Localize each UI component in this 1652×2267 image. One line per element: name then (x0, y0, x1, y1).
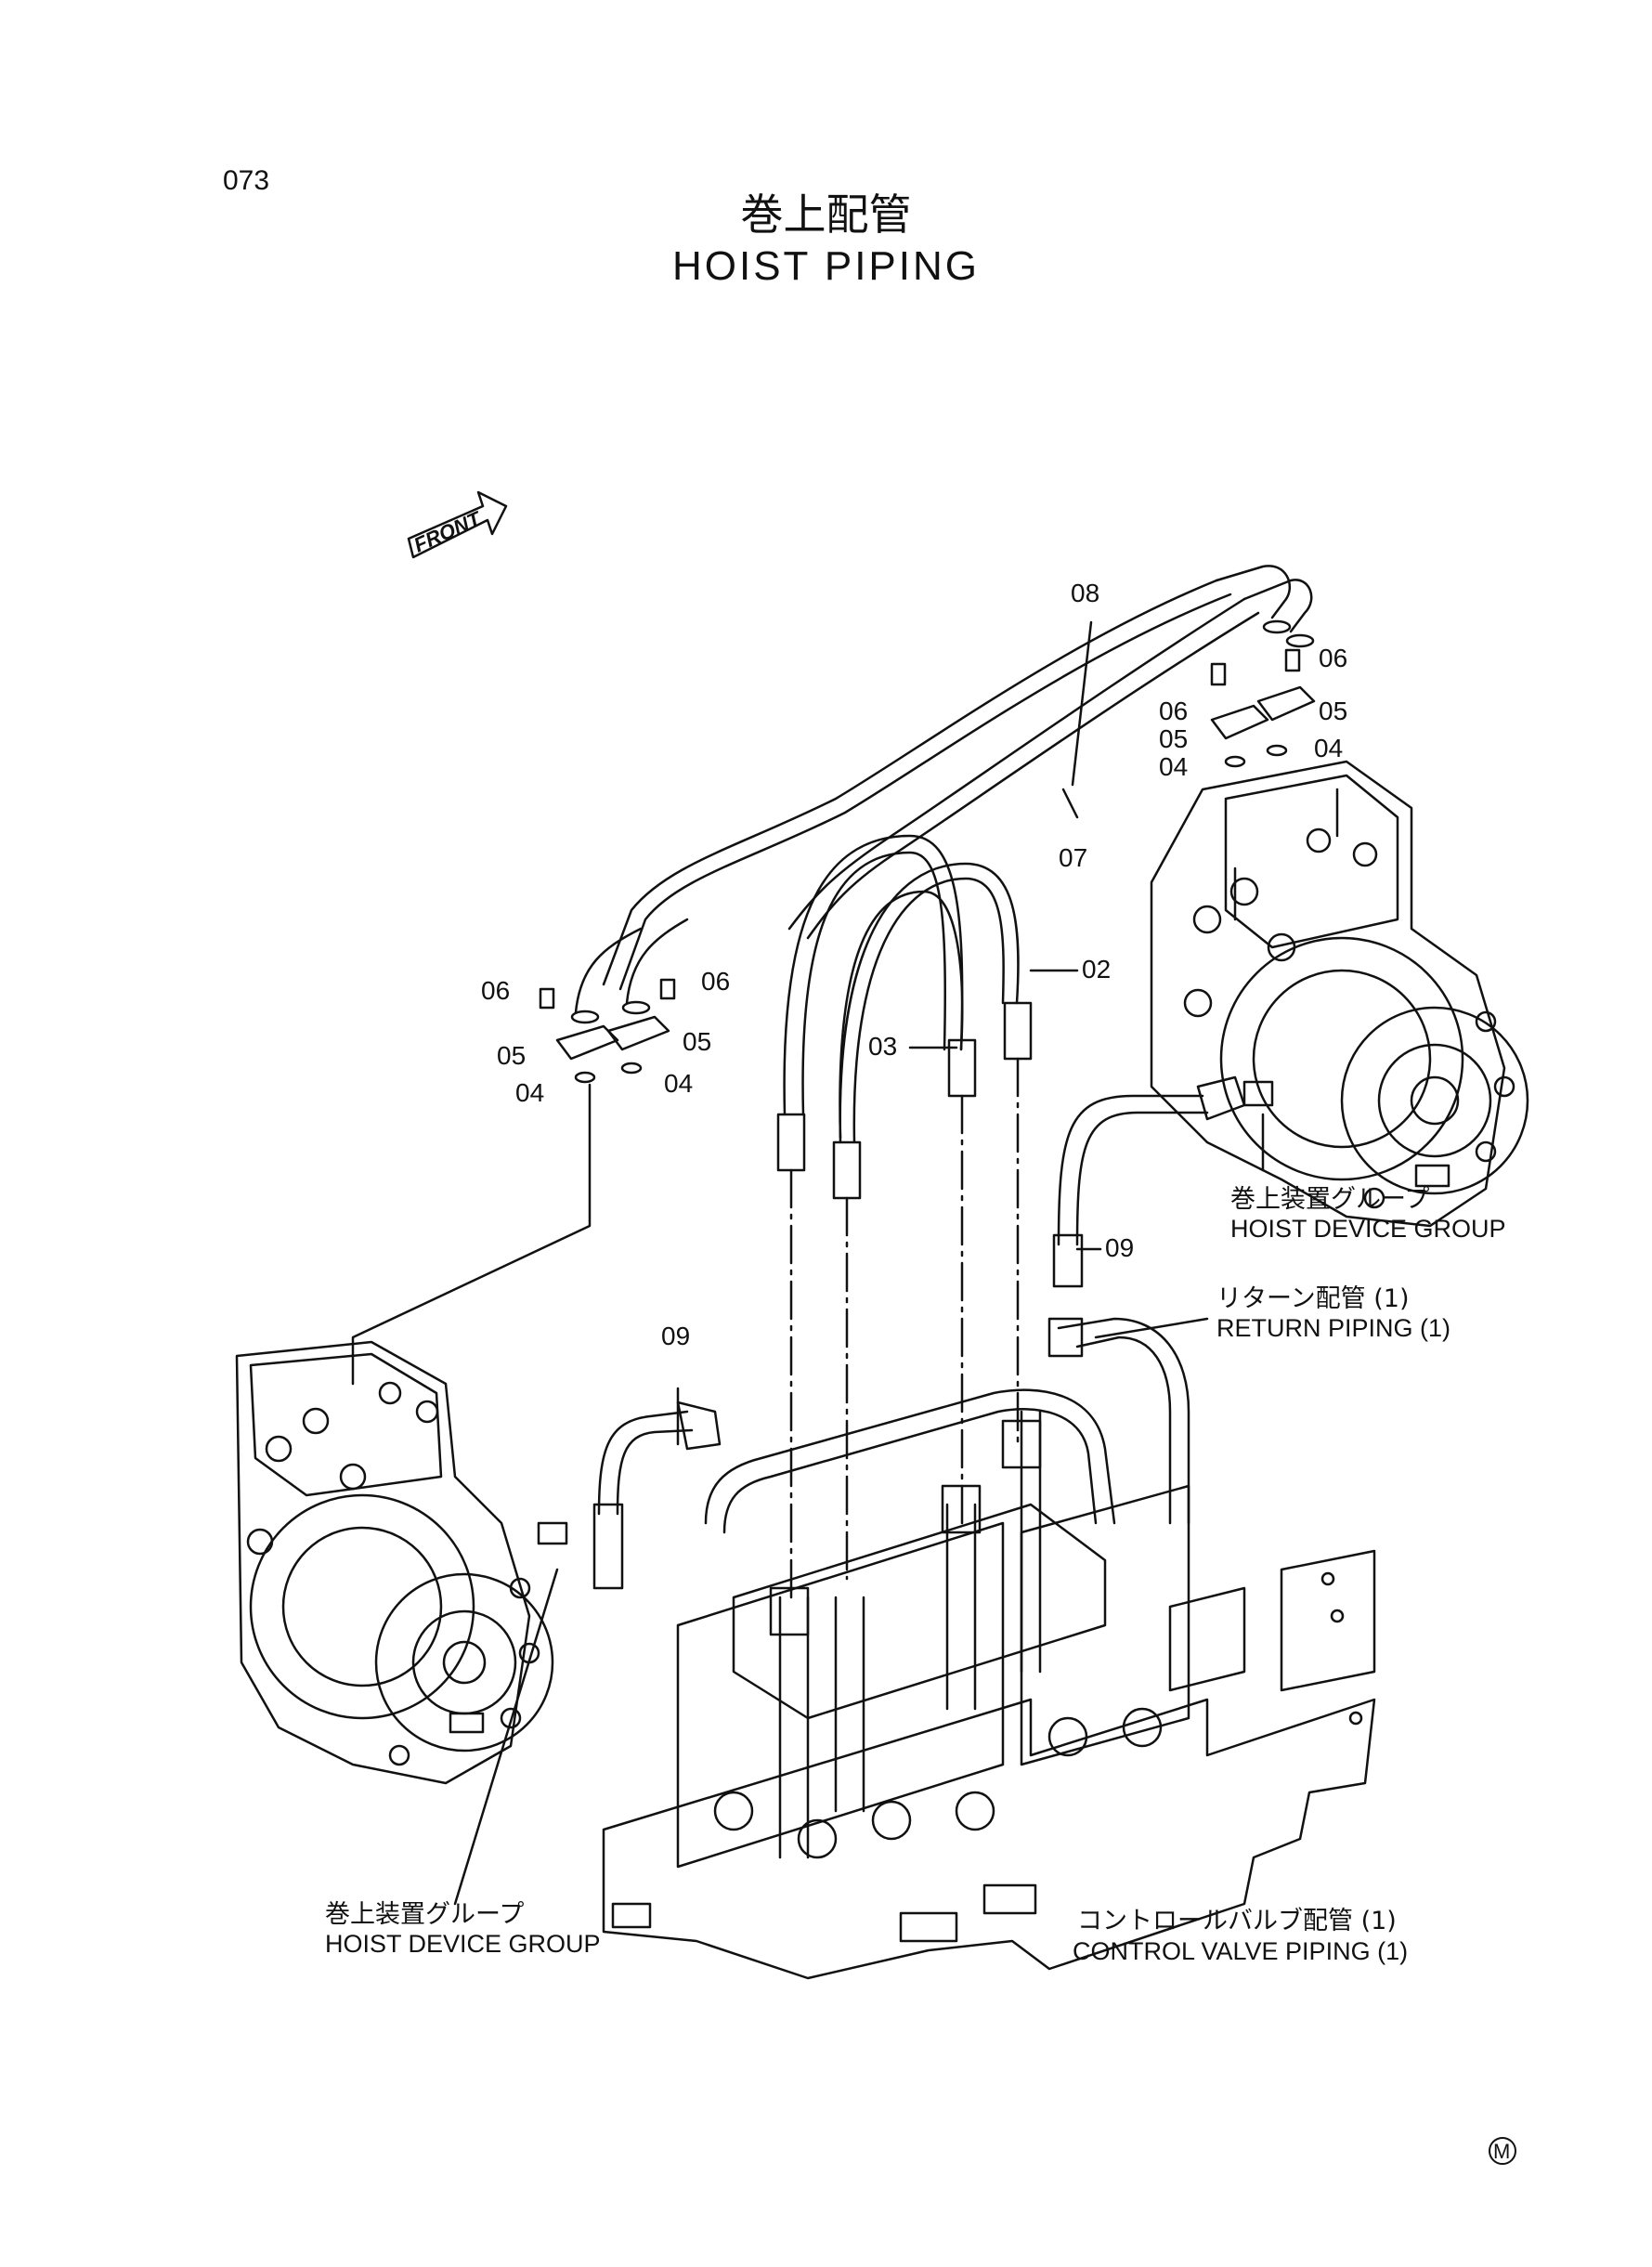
m-mark-circle-icon (1489, 2137, 1516, 2165)
callout-04-right-b: 04 (1314, 734, 1344, 762)
page-number: 073 (223, 165, 270, 196)
control-valve-piping-en: CONTROL VALVE PIPING (1) (1073, 1937, 1409, 1965)
control-valve-assembly (602, 1317, 1376, 1980)
callout-04-left-b: 04 (664, 1069, 694, 1098)
flange-set-right (1210, 648, 1316, 768)
hose-end-fittings (776, 1001, 1033, 1599)
callout-06-right-b: 06 (1159, 697, 1189, 725)
hose-03 (783, 834, 964, 1140)
hoist-device-right-en: HOIST DEVICE GROUP (1230, 1215, 1506, 1243)
front-label: FRONT (410, 506, 486, 556)
callout-05-left-a: 05 (497, 1041, 527, 1070)
callout-07: 07 (1059, 843, 1088, 872)
flange-set-left (539, 918, 689, 1084)
hoist-device-right-jp: 巻上装置グループ (1230, 1185, 1430, 1214)
leader-lines (351, 620, 1265, 1906)
hoist-device-right (1150, 760, 1529, 1228)
callout-04-left-a: 04 (515, 1078, 545, 1107)
hose-07 (787, 597, 1260, 940)
hose-09-left (537, 1401, 722, 1590)
front-arrow-icon (407, 490, 508, 559)
title-japanese: 巻上配管 (740, 189, 912, 240)
callout-06-left-a: 06 (481, 976, 511, 1005)
hose-08 (602, 579, 1232, 991)
callout-09-left: 09 (661, 1322, 691, 1350)
callout-05-right-a: 05 (1319, 697, 1348, 725)
title-english: HOIST PIPING (671, 243, 981, 289)
m-mark-letter: M (1493, 2140, 1510, 2163)
hose-09-right (1052, 1075, 1274, 1288)
callout-05-left-b: 05 (683, 1027, 712, 1056)
control-valve-piping-jp: コントロールバルブ配管 (1) (1077, 1907, 1397, 1935)
return-piping-jp: リターン配管 (1) (1216, 1284, 1410, 1313)
elbow-fittings-top (1215, 565, 1315, 648)
callout-03: 03 (868, 1032, 898, 1061)
callout-06-right-a: 06 (1319, 644, 1348, 672)
callout-02: 02 (1082, 955, 1112, 984)
callout-08: 08 (1071, 579, 1100, 607)
callout-04-right-a: 04 (1159, 752, 1189, 781)
callout-09-right: 09 (1105, 1233, 1135, 1262)
hoist-device-left (235, 1340, 554, 1785)
hoist-device-left-en: HOIST DEVICE GROUP (325, 1930, 601, 1958)
hose-02 (839, 862, 1020, 1144)
callout-05-right-b: 05 (1159, 724, 1189, 753)
hoist-device-left-jp: 巻上装置グループ (325, 1900, 525, 1929)
callout-06-left-b: 06 (701, 967, 731, 996)
return-piping-en: RETURN PIPING (1) (1216, 1314, 1451, 1342)
